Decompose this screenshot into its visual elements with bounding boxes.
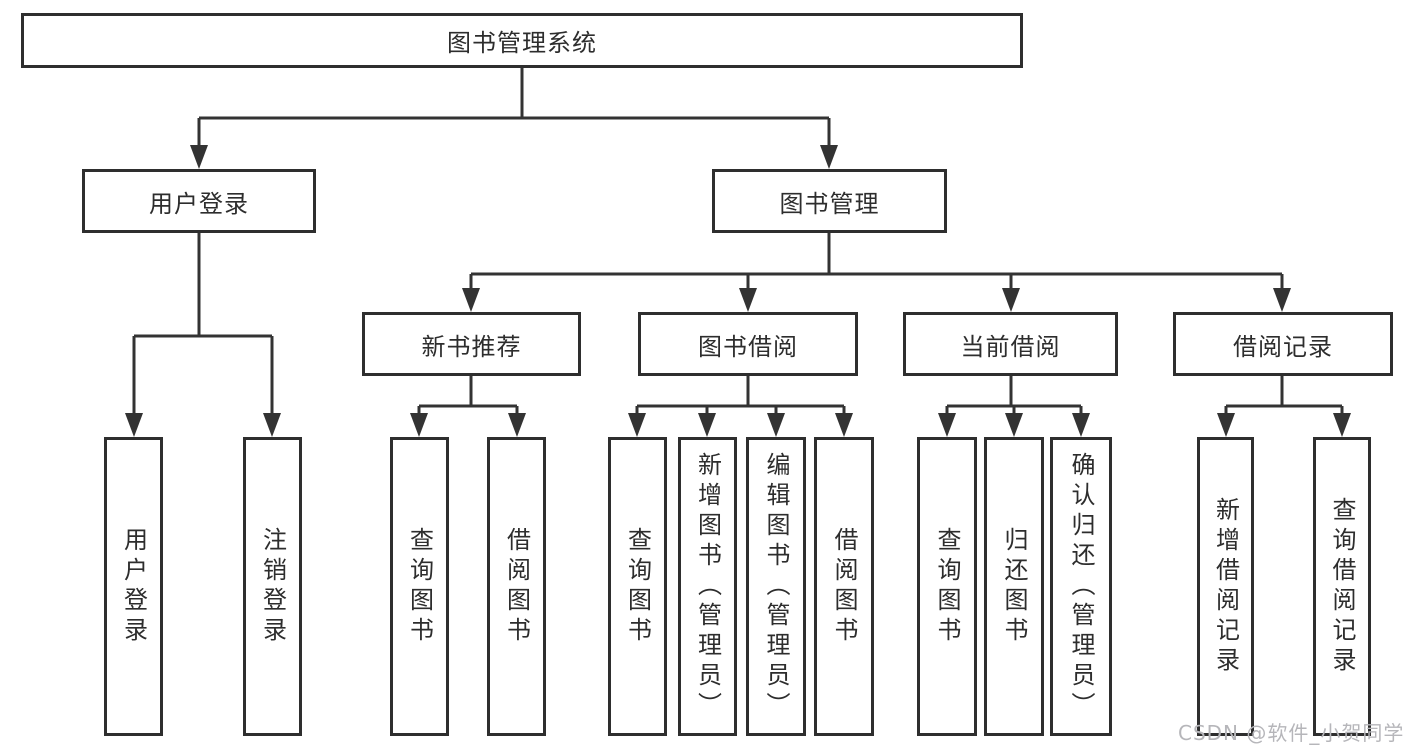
edge-root-to-level2 [197,68,831,150]
node-book-borrowing-label: 图书借阅 [698,332,798,361]
node-borrow-books-1: 借阅图书 [487,437,546,736]
arrowhead [938,413,956,437]
arrowhead [1072,413,1090,437]
arrowhead [835,413,853,437]
arrowhead [508,413,526,437]
node-borrow-books-1-label: 借阅图书 [502,526,531,647]
arrowhead [263,413,281,437]
node-borrowing-records: 借阅记录 [1173,312,1393,376]
node-user-login-leaf: 用户登录 [104,437,163,736]
node-query-books-1: 查询图书 [390,437,449,736]
arrowhead [739,288,757,312]
arrowhead [628,413,646,437]
node-library-system-label: 图书管理系统 [447,29,597,57]
node-add-borrow-record-label: 新增借阅记录 [1211,496,1240,677]
node-logout: 注销登录 [243,437,302,736]
edge-borrowing-records-children [1224,376,1344,416]
node-add-book-admin: 新增图书（管理员） [678,437,737,736]
node-current-borrowing-label: 当前借阅 [960,332,1061,361]
arrowhead [1333,413,1351,437]
node-query-borrow-record: 查询借阅记录 [1313,437,1371,736]
edge-book-management-children [469,232,1284,291]
node-book-management: 图书管理 [712,169,947,233]
arrowhead [1273,288,1291,312]
edge-new-book-children [417,376,519,416]
node-query-books-2: 查询图书 [608,437,667,736]
node-confirm-return-admin-label: 确认归还（管理员） [1067,451,1095,722]
node-new-book-recommendation: 新书推荐 [362,312,581,376]
node-return-books-label: 归还图书 [1000,526,1028,647]
node-book-borrowing: 图书借阅 [638,312,858,376]
arrowhead [462,288,480,312]
node-new-book-recommendation-label: 新书推荐 [421,332,522,361]
node-edit-book-admin-label: 编辑图书（管理员） [762,451,790,722]
arrowhead [125,413,143,437]
node-add-borrow-record: 新增借阅记录 [1197,437,1254,736]
node-add-book-admin-label: 新增图书（管理员） [693,451,722,722]
watermark: CSDN @软件_小贺同学 [1178,721,1405,745]
edge-current-borrowing-children [945,376,1083,416]
node-user-login-leaf-label: 用户登录 [119,526,148,647]
node-borrow-books-2-label: 借阅图书 [830,526,858,647]
arrowhead [1005,413,1023,437]
node-return-books: 归还图书 [984,437,1044,736]
node-borrowing-records-label: 借阅记录 [1233,332,1333,361]
node-user-login-label: 用户登录 [149,189,249,218]
edge-book-borrowing-children [635,376,846,416]
arrowhead [767,413,785,437]
node-user-login: 用户登录 [82,169,316,233]
edge-user-login-children [132,232,274,416]
node-current-borrowing: 当前借阅 [903,312,1118,376]
arrowhead [1002,288,1020,312]
node-query-books-3-label: 查询图书 [933,526,961,647]
node-edit-book-admin: 编辑图书（管理员） [746,437,806,736]
arrowhead [820,145,838,169]
arrowhead [410,413,428,437]
node-logout-label: 注销登录 [258,526,287,647]
arrowhead [190,145,208,169]
arrowhead [698,413,716,437]
node-query-books-3: 查询图书 [917,437,977,736]
node-query-books-2-label: 查询图书 [623,526,652,647]
node-query-books-1-label: 查询图书 [405,526,434,647]
node-library-system: 图书管理系统 [21,13,1023,68]
node-query-borrow-record-label: 查询借阅记录 [1328,496,1356,677]
node-confirm-return-admin: 确认归还（管理员） [1050,437,1112,736]
arrowhead [1217,413,1235,437]
node-borrow-books-2: 借阅图书 [814,437,874,736]
node-book-management-label: 图书管理 [779,189,880,218]
